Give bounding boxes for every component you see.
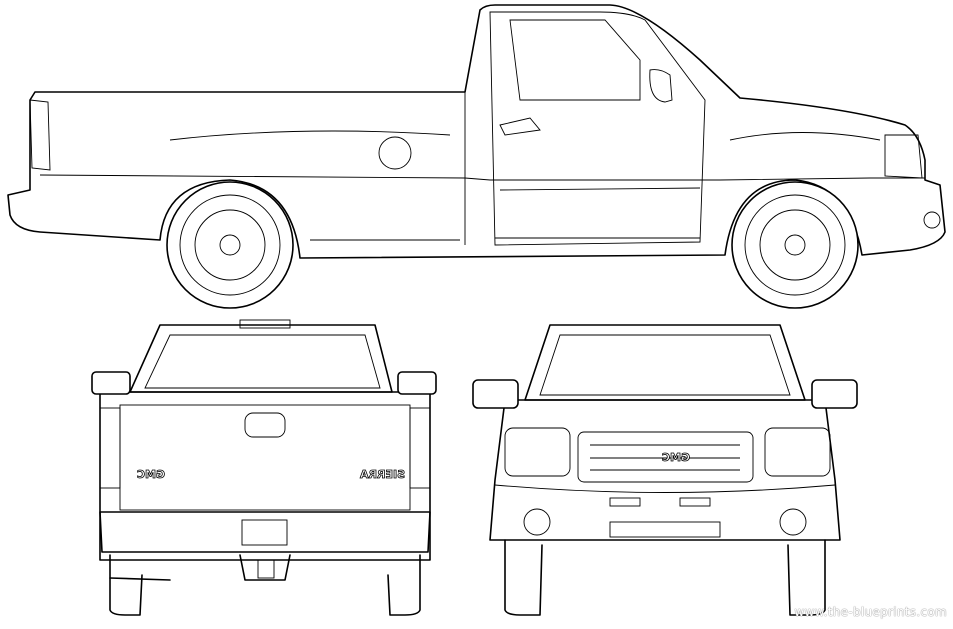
front-wheel — [731, 181, 859, 309]
side-body-outline — [7, 4, 946, 259]
front-view: GMC — [472, 324, 858, 616]
watermark: www.the-blueprints.com — [794, 605, 947, 619]
rear-wheel — [166, 181, 294, 309]
rear-gmc-badge: GMC — [137, 468, 165, 481]
rear-view: GMC SIERRA — [91, 319, 437, 616]
rear-model-badge: SIERRA — [360, 468, 405, 481]
front-gmc-badge: GMC — [662, 451, 690, 464]
side-view — [7, 4, 946, 309]
